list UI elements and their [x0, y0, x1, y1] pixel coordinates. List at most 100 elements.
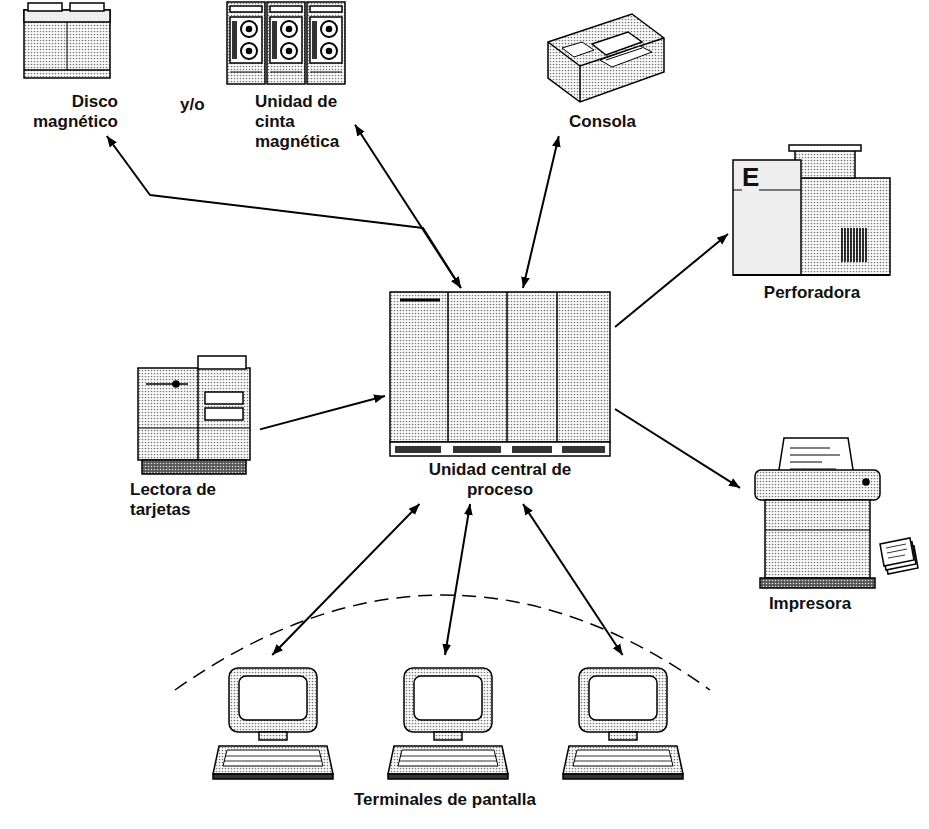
display-terminal-icon-part-part	[388, 746, 508, 774]
display-terminal-icon-part-part	[399, 761, 497, 762]
card-reader-icon-part	[138, 428, 250, 429]
display-terminal-icon-part-part	[239, 676, 307, 720]
tape-unit-icon-part-part	[241, 21, 257, 37]
display-terminal-icon-part-part	[579, 668, 667, 732]
data-flow-arrow	[523, 136, 559, 288]
printer-icon-part	[760, 578, 875, 588]
disk-drive-icon-part	[24, 10, 110, 78]
tape-unit-icon-part	[227, 2, 265, 84]
display-terminal-icon-part	[213, 668, 333, 779]
data-flow-arrow	[272, 504, 419, 655]
display-terminal-icon-part-part	[404, 668, 492, 732]
display-terminal-icon-part-part	[414, 676, 482, 720]
console-icon	[548, 14, 664, 102]
display-terminal-icon-part-part	[434, 732, 462, 740]
tape-unit-icon-part-part	[247, 27, 252, 32]
display-terminal-icon-part-part	[575, 756, 671, 757]
tape-unit-icon-part-part	[321, 43, 337, 59]
printer-icon-part-part	[888, 555, 905, 558]
data-flow-arrow	[355, 125, 461, 288]
card-reader-icon-part	[173, 381, 179, 387]
tape-unit-icon-part-part	[327, 49, 332, 54]
tape-unit-icon-part-part	[310, 72, 342, 73]
tape-unit-icon-part-part	[281, 21, 297, 37]
device-label: Lectora de tarjetas	[130, 480, 260, 520]
printer-icon-part	[790, 448, 840, 469]
display-terminal-icon-part-part	[400, 756, 496, 757]
cpu-cabinet-icon-part	[447, 292, 449, 442]
card-punch-icon-part-part	[862, 228, 864, 262]
display-terminal-icon-part-part	[388, 774, 508, 779]
data-flow-arrow	[523, 504, 623, 655]
data-flow-arrow	[615, 234, 728, 327]
device-label: Disco magnético	[6, 92, 118, 132]
tape-unit-icon-part-part	[247, 49, 252, 54]
display-terminal-icon-part-part	[225, 756, 321, 757]
display-terminal-icon-part-part	[574, 761, 672, 762]
card-punch-icon-part-part	[844, 228, 846, 262]
and-or-note: y/o	[180, 96, 205, 115]
device-label: Perforadora	[728, 283, 896, 303]
disk-drive-icon-part	[24, 10, 110, 22]
device-label: Impresora	[740, 594, 880, 614]
disk-drive-node: Disco magnético	[6, 0, 118, 136]
disk-drive-icon	[24, 3, 110, 78]
printer-icon-part-part	[790, 455, 840, 456]
tape-unit-icon-part-part	[287, 27, 292, 32]
tape-unit-icon-part-part	[281, 43, 297, 59]
display-terminal-icon-part-part	[224, 761, 322, 762]
display-terminal-icon-part	[388, 668, 508, 779]
card-punch-icon-part-part	[856, 228, 858, 262]
cpu-cabinet-icon-part	[512, 446, 552, 453]
data-flow-arrow	[107, 136, 461, 288]
tape-unit-icon-part	[307, 2, 345, 84]
cpu-cabinet-icon-part	[562, 446, 605, 453]
printer-icon-part-part	[790, 448, 830, 449]
cpu-cabinet-icon-part	[506, 292, 508, 442]
tape-unit-icon-part-part	[321, 21, 337, 37]
tape-unit-icon-part-part	[232, 21, 237, 59]
cpu-cabinet-icon-part	[390, 442, 610, 456]
tape-unit-icon-part-part	[310, 17, 342, 63]
display-terminal-icon-part-part	[213, 746, 333, 774]
printer-icon-part	[765, 530, 870, 531]
display-terminal-icon	[213, 668, 683, 779]
tape-unit-icon-part-part	[270, 17, 302, 63]
display-terminal-icon-part-part	[563, 774, 683, 779]
card-reader-icon-part	[205, 408, 243, 420]
card-reader-icon-part	[205, 392, 243, 404]
display-terminal-icon-part-part	[223, 750, 323, 766]
disk-drive-icon-part	[70, 3, 104, 11]
tape-unit-icon-part-part	[227, 2, 265, 84]
display-terminal-icon-part-part	[573, 750, 673, 766]
tape-unit-icon-part	[267, 2, 305, 84]
display-terminal-icon-part-part	[609, 732, 637, 740]
tape-unit-icon-part-part	[230, 72, 262, 73]
cpu-cabinet-icon-part	[453, 446, 501, 453]
tape-unit-icon-part-part	[270, 6, 302, 12]
display-terminal-icon-part-part	[563, 746, 683, 774]
printer-icon-part-part	[886, 544, 906, 548]
card-punch-icon-part	[733, 274, 890, 276]
data-flow-arrow	[615, 409, 740, 488]
tape-unit-icon-part-part	[287, 49, 292, 54]
device-label: Terminales de pantalla	[205, 790, 685, 810]
card-punch-icon-part	[795, 150, 855, 178]
central-processing-unit-node: Unidad central de proceso	[385, 288, 615, 504]
console-icon-part	[562, 42, 594, 57]
display-terminal-icon-part	[563, 668, 683, 779]
disk-drive-icon-part	[28, 3, 62, 11]
tape-unit-icon-part-part	[241, 43, 257, 59]
tape-unit-icon-part-part	[312, 21, 317, 59]
console-icon-part	[548, 14, 664, 102]
tape-unit-icon-part-part	[307, 2, 345, 84]
card-reader-icon-part	[138, 368, 250, 460]
card-reader-icon-part	[142, 460, 246, 474]
tape-unit-icon-part-part	[230, 17, 262, 63]
tape-unit-icon-part-part	[230, 6, 262, 12]
card-punch-icon	[733, 145, 890, 275]
cpu-cabinet-icon-part	[556, 292, 558, 442]
card-punch-icon-part-part	[847, 228, 849, 262]
printer-icon-part	[755, 470, 880, 500]
card-punch-icon-part-part	[850, 228, 852, 262]
